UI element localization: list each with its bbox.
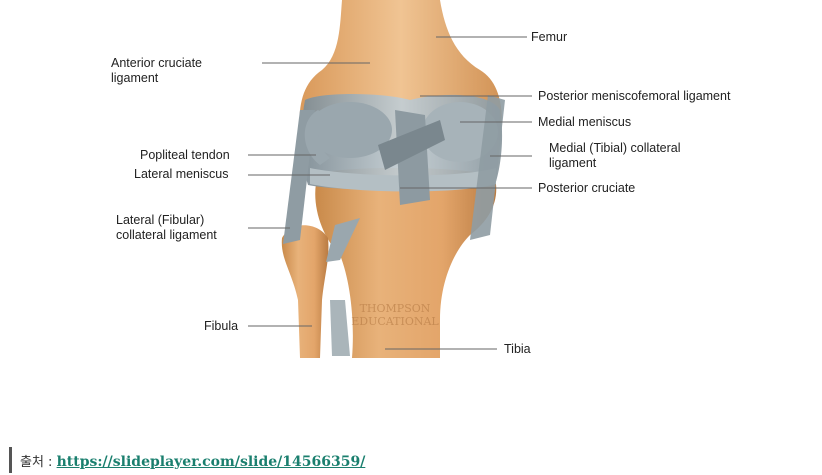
watermark-2: EDUCATIONAL (351, 315, 439, 328)
leader-lines (248, 36, 532, 350)
label-posterior-cruciate: Posterior cruciate (538, 181, 636, 195)
label-medial-meniscus: Medial meniscus (538, 115, 632, 129)
source-link[interactable]: https://slideplayer.com/slide/14566359/ (56, 454, 366, 470)
label-mcl-line-1: Medial (Tibial) collateral (549, 141, 681, 155)
popliteal-tendon (304, 110, 330, 165)
label-medial-collateral: Medial (Tibial) collateral ligament (549, 141, 681, 171)
label-posterior-meniscofemoral: Posterior meniscofemoral ligament (538, 89, 731, 103)
interosseous-ligament (326, 218, 360, 356)
label-anterior-cruciate-text: Anterior cruciate (111, 56, 203, 70)
label-anterior-cruciate: Anterior cruciate ligament (111, 56, 202, 86)
source-caption: 출처 : https://slideplayer.com/slide/14566… (20, 451, 365, 470)
medial-collateral-ligament (470, 95, 505, 240)
knee-anatomy-illustration: THOMPSON EDUCATIONAL (248, 0, 532, 358)
label-lcl-line-2: collateral ligament (116, 228, 217, 242)
label-lateral-collateral: Lateral (Fibular) collateral ligament (116, 213, 217, 243)
watermark: THOMPSON (360, 302, 431, 315)
label-anterior-cruciate-text-2: ligament (111, 71, 159, 85)
label-tibia: Tibia (504, 342, 531, 356)
source-prefix: 출처 : (20, 455, 57, 470)
fibula-bone (281, 225, 329, 358)
label-popliteal-tendon: Popliteal tendon (140, 148, 230, 162)
label-lcl-line-1: Lateral (Fibular) (116, 213, 205, 227)
label-lateral-meniscus: Lateral meniscus (134, 167, 229, 181)
label-femur: Femur (531, 30, 568, 44)
cruciate-ligaments (378, 110, 445, 205)
label-fibula: Fibula (204, 319, 239, 333)
label-mcl-line-2: ligament (549, 156, 597, 170)
source-quote-bar (9, 447, 12, 473)
tibia-bone (315, 167, 497, 358)
